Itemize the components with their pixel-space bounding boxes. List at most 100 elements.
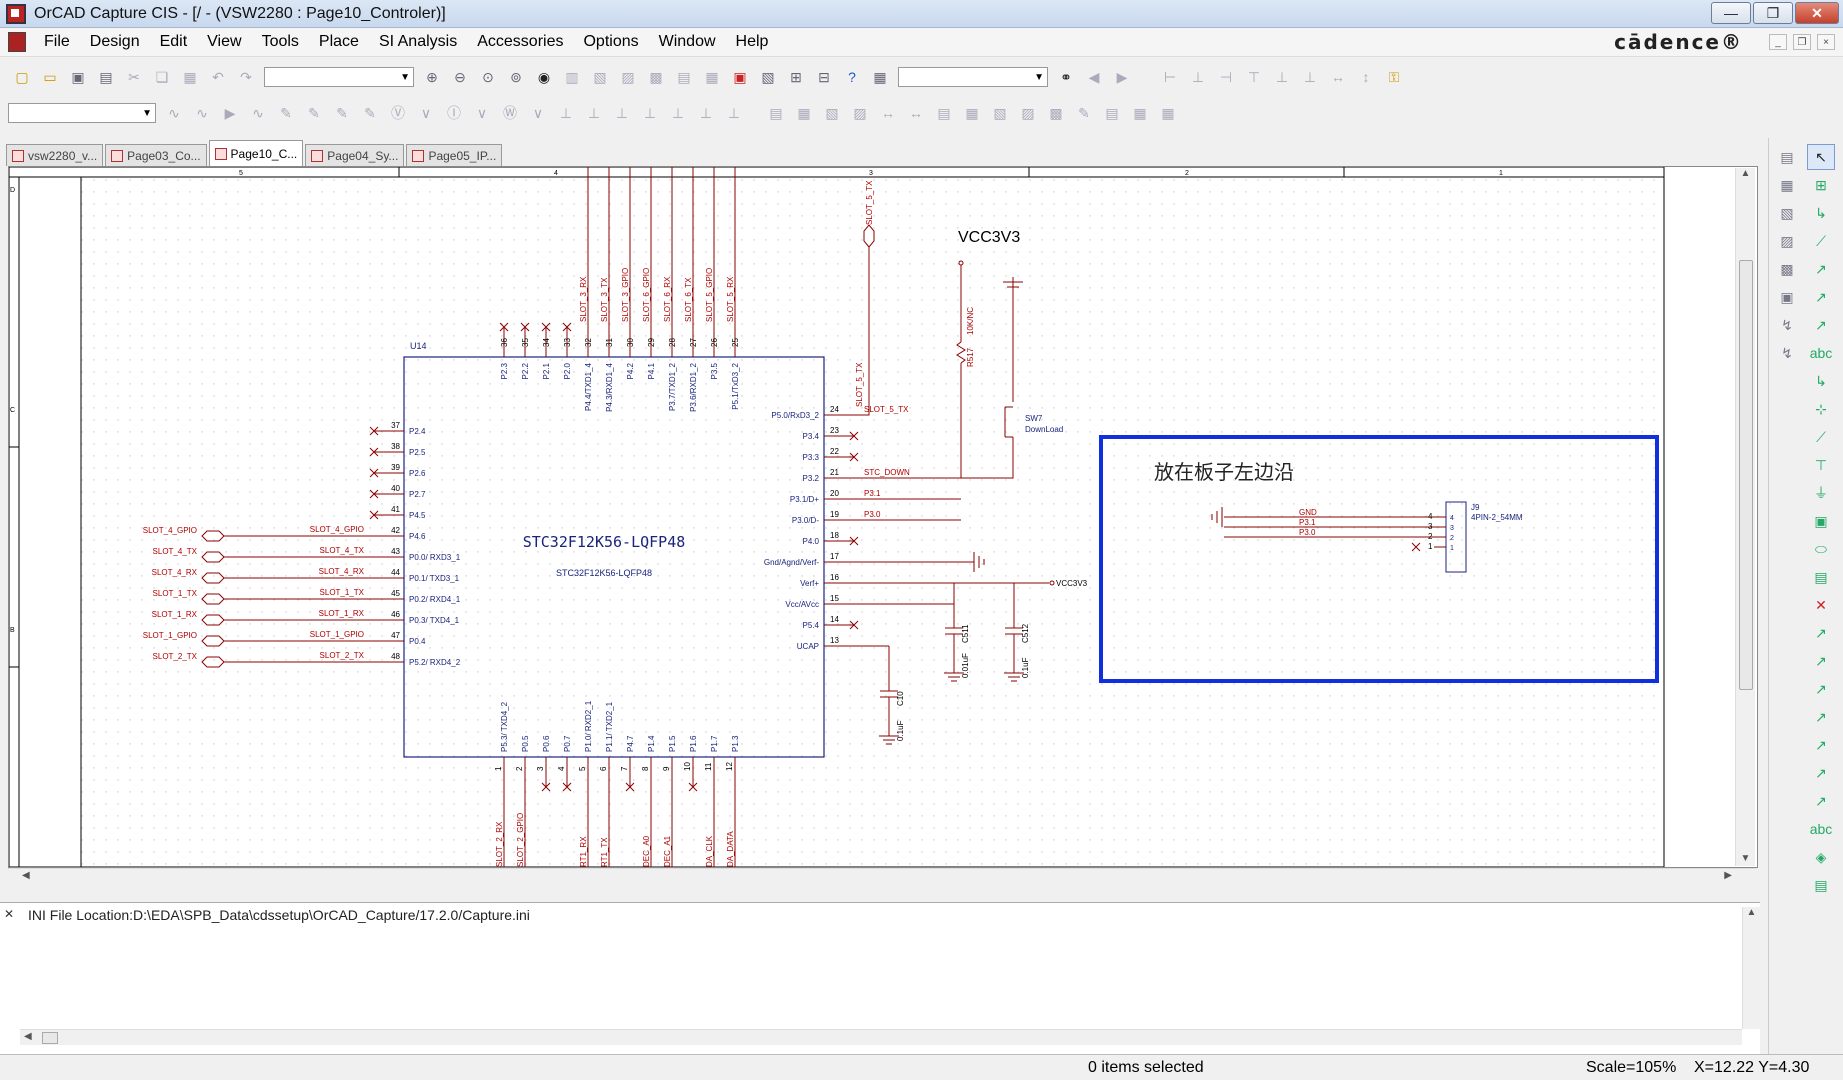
- prev-icon[interactable]: ◀: [1088, 68, 1100, 85]
- part-combo[interactable]: ▼: [264, 67, 414, 87]
- tool-icon[interactable]: ▨: [621, 68, 635, 85]
- tool-icon[interactable]: ↔: [909, 105, 923, 121]
- place-net-alias-icon[interactable]: ↗: [1815, 260, 1827, 277]
- v-marker-icon[interactable]: Ⓥ: [391, 105, 405, 121]
- align-middle-icon[interactable]: ⊥: [1275, 68, 1289, 85]
- plot-icon[interactable]: ⊥: [699, 104, 713, 121]
- vertical-scroll-thumb[interactable]: [1739, 260, 1753, 690]
- place-ieee-icon[interactable]: ▤: [1814, 876, 1828, 893]
- zoom-area-icon[interactable]: ⊙: [482, 68, 494, 85]
- place-off-page-icon[interactable]: ↗: [1815, 624, 1827, 641]
- binoculars-icon[interactable]: ⚭: [1060, 68, 1072, 85]
- zoom-out-icon[interactable]: ⊖: [454, 68, 466, 85]
- cut-icon[interactable]: ✂: [128, 68, 140, 85]
- tool-icon[interactable]: ▧: [993, 104, 1007, 121]
- tab-page04[interactable]: Page04_Sy...: [305, 144, 405, 166]
- align-left-icon[interactable]: ⊢: [1163, 68, 1177, 85]
- palette-icon[interactable]: ▩: [1780, 260, 1794, 277]
- menu-view[interactable]: View: [207, 33, 242, 50]
- menu-accessories[interactable]: Accessories: [477, 33, 564, 50]
- tool-icon[interactable]: ▥: [565, 68, 579, 85]
- probe-icon[interactable]: ✎: [336, 104, 348, 121]
- tool-icon[interactable]: ▧: [825, 104, 839, 121]
- place-junction-icon[interactable]: ↳: [1815, 372, 1827, 389]
- log-scroll-thumb[interactable]: [42, 1032, 58, 1044]
- distribute-v-icon[interactable]: ↕: [1362, 69, 1370, 85]
- plot-icon[interactable]: ⊥: [671, 104, 685, 121]
- align-top-icon[interactable]: ⊤: [1247, 68, 1261, 85]
- marker-icon[interactable]: ∨: [476, 104, 488, 121]
- app-icon[interactable]: [6, 3, 26, 24]
- new-icon[interactable]: ▢: [15, 68, 29, 85]
- print-icon[interactable]: ▤: [99, 68, 113, 85]
- menu-window[interactable]: Window: [658, 33, 716, 50]
- sim-icon[interactable]: ∿: [252, 104, 264, 121]
- i-marker-icon[interactable]: Ⓘ: [447, 105, 461, 121]
- plot-icon[interactable]: ⊥: [615, 104, 629, 121]
- tool-icon[interactable]: ⊞: [790, 68, 802, 85]
- tool-icon[interactable]: ✎: [1078, 104, 1090, 121]
- copy-icon[interactable]: ❏: [155, 68, 169, 85]
- tool-icon[interactable]: ▤: [1105, 104, 1119, 121]
- sim-icon[interactable]: ∿: [168, 104, 180, 121]
- redo-icon[interactable]: ↷: [240, 68, 252, 85]
- passive-parts[interactable]: VCC3V3R51710K/NCSW7DownLoadVCC3V3C5110.0…: [879, 229, 1088, 745]
- tool-icon[interactable]: ▦: [1133, 104, 1147, 121]
- place-bezier-icon[interactable]: ↗: [1815, 792, 1827, 809]
- restore-button[interactable]: ❐: [1753, 2, 1793, 24]
- palette-icon[interactable]: ↯: [1781, 344, 1793, 361]
- next-icon[interactable]: ▶: [1116, 68, 1128, 85]
- search-combo[interactable]: ▼: [898, 67, 1048, 87]
- menu-edit[interactable]: Edit: [159, 33, 188, 50]
- marker-icon[interactable]: ∨: [532, 104, 544, 121]
- place-part-icon[interactable]: ⊞: [1815, 176, 1827, 193]
- align-bottom-icon[interactable]: ⊥: [1303, 68, 1317, 85]
- zoom-in-icon[interactable]: ⊕: [426, 68, 438, 85]
- menu-place[interactable]: Place: [318, 33, 359, 50]
- undo-icon[interactable]: ↶: [212, 68, 224, 85]
- tool-icon[interactable]: ▩: [649, 68, 663, 85]
- tool-icon[interactable]: ▦: [797, 104, 811, 121]
- tab-page05[interactable]: Page05_IP...: [406, 144, 503, 166]
- plot-icon[interactable]: ⊥: [727, 104, 741, 121]
- mdi-minimize-button[interactable]: _: [1769, 34, 1787, 50]
- mdi-close-button[interactable]: ×: [1817, 34, 1835, 50]
- log-vertical-scrollbar[interactable]: ▲: [1742, 907, 1760, 1029]
- view-icon[interactable]: ◉: [537, 68, 551, 85]
- paste-icon[interactable]: ▦: [183, 68, 197, 85]
- distribute-h-icon[interactable]: ↔: [1331, 69, 1345, 85]
- tool-icon[interactable]: ▤: [677, 68, 691, 85]
- select-icon[interactable]: ↖: [1807, 144, 1835, 170]
- menu-options[interactable]: Options: [583, 33, 639, 50]
- document-icon[interactable]: [8, 32, 26, 52]
- tool-icon[interactable]: ▩: [1049, 104, 1063, 121]
- tab-page10[interactable]: Page10_C...: [208, 140, 304, 166]
- close-icon[interactable]: ✕: [4, 907, 15, 921]
- place-bus-entry-icon[interactable]: ↗: [1815, 316, 1827, 333]
- place-hier-block-icon[interactable]: ▣: [1814, 512, 1828, 529]
- close-button[interactable]: ✕: [1795, 2, 1839, 24]
- palette-icon[interactable]: ↯: [1781, 316, 1793, 333]
- palette-icon[interactable]: ▤: [1780, 148, 1794, 165]
- place-bus-entry-icon[interactable]: ⟋: [1816, 428, 1826, 445]
- tool-icon[interactable]: ▧: [593, 68, 607, 85]
- plot-icon[interactable]: ⊥: [587, 104, 601, 121]
- tool-icon[interactable]: ▤: [937, 104, 951, 121]
- tool-icon[interactable]: ▤: [769, 104, 783, 121]
- tool-icon[interactable]: ▦: [965, 104, 979, 121]
- menu-tools[interactable]: Tools: [261, 33, 299, 50]
- place-no-connect-icon[interactable]: ✕: [1815, 596, 1827, 613]
- tool-icon[interactable]: ▧: [761, 68, 775, 85]
- probe-icon[interactable]: ✎: [280, 104, 292, 121]
- open-icon[interactable]: ▭: [43, 68, 57, 85]
- probe-icon[interactable]: ✎: [308, 104, 320, 121]
- help-icon[interactable]: ?: [848, 69, 856, 85]
- place-polyline-icon[interactable]: ↗: [1815, 680, 1827, 697]
- menu-file[interactable]: File: [44, 33, 70, 50]
- align-center-icon[interactable]: ⊥: [1191, 68, 1205, 85]
- align-right-icon[interactable]: ⊣: [1219, 68, 1233, 85]
- run-icon[interactable]: ▶: [224, 104, 236, 121]
- grid-icon[interactable]: ▦: [873, 68, 887, 85]
